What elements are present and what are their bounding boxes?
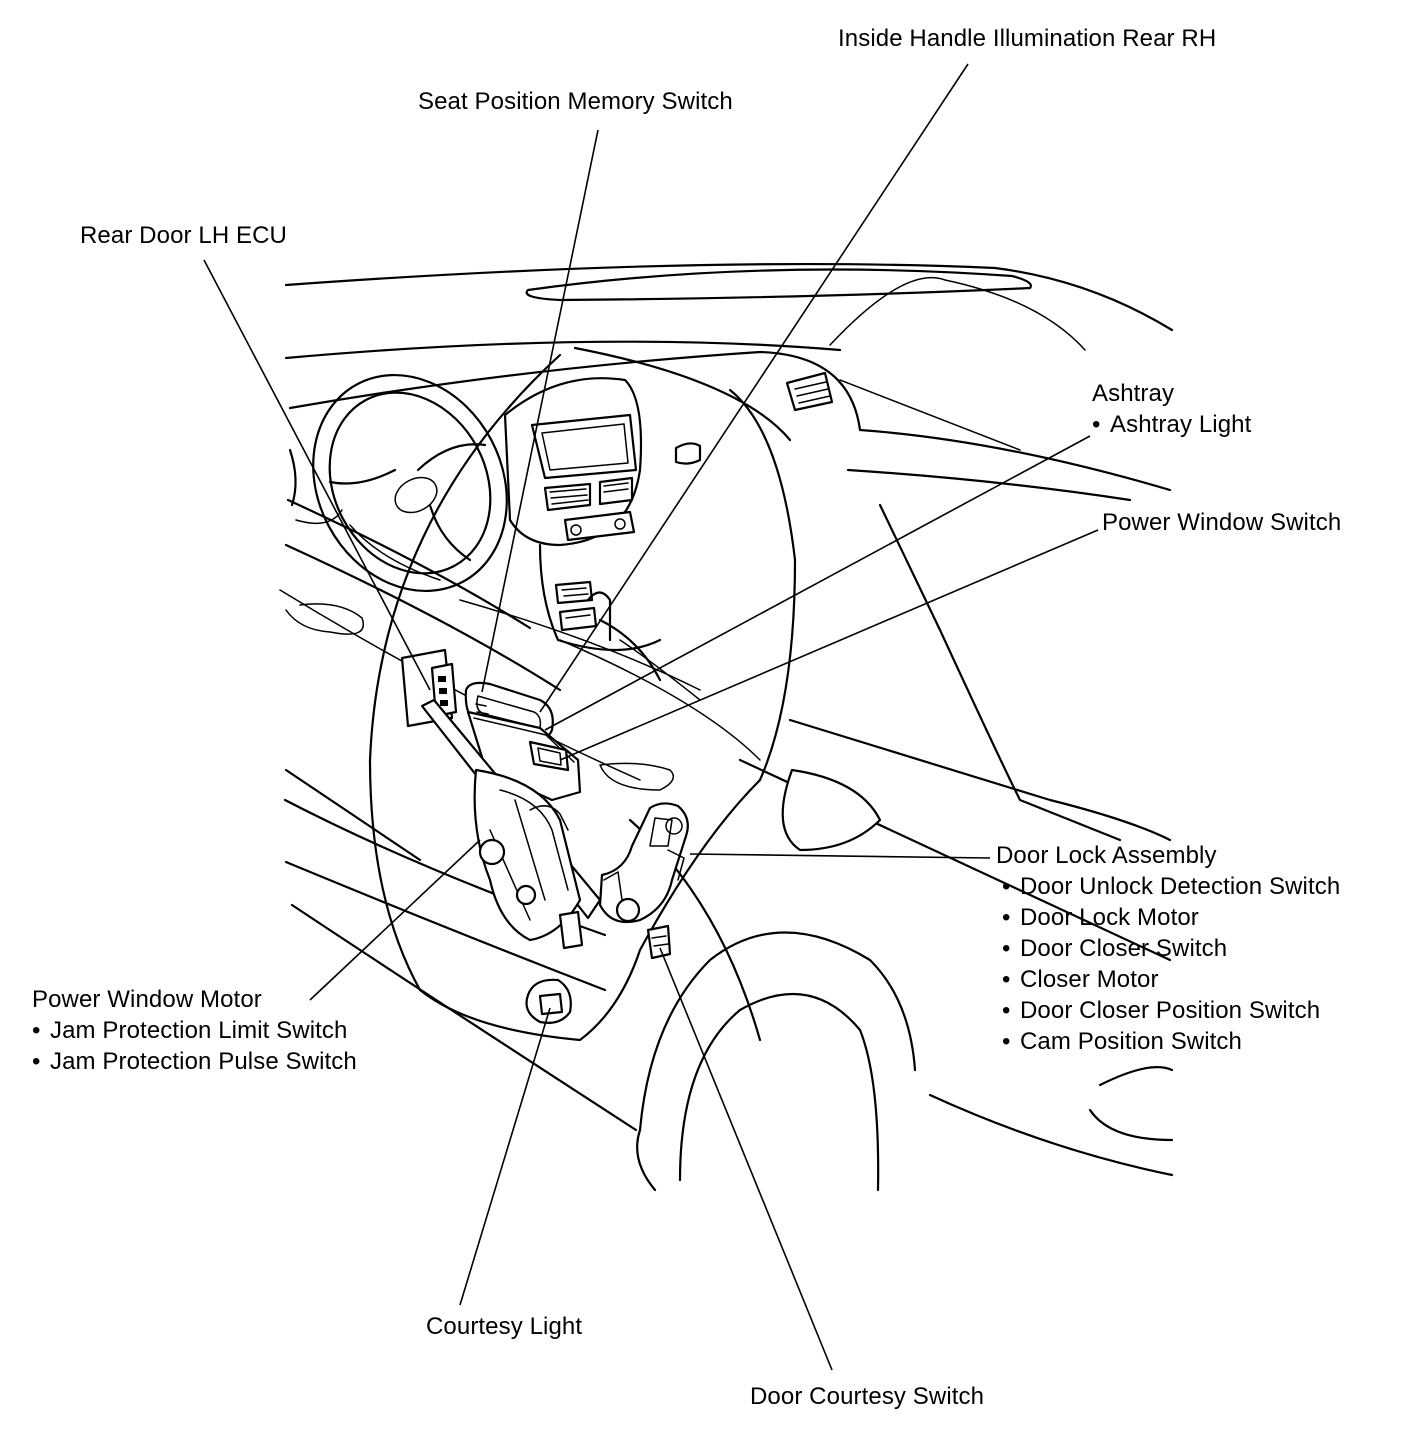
callout-title: Rear Door LH ECU	[80, 222, 287, 249]
leader-ashtray	[544, 435, 1091, 731]
roof-and-windshield	[284, 262, 1174, 360]
leader-inside-handle	[539, 63, 969, 713]
leader-door-lock	[689, 853, 991, 859]
callout-title: Power Window Switch	[1102, 509, 1342, 536]
callout-item-list: Ashtray Light	[1092, 409, 1251, 440]
leader-power-window-motor	[309, 839, 481, 1001]
leader-door-courtesy-switch	[659, 947, 833, 1371]
leader-power-window-switch	[559, 529, 1099, 761]
steering-wheel	[312, 373, 508, 593]
dashboard	[284, 350, 1172, 692]
door-body	[279, 346, 1174, 1192]
callout-ashtray: Ashtray Ashtray Light	[1092, 378, 1251, 440]
callout-power-window-switch: Power Window Switch	[1102, 507, 1341, 538]
callout-inside-handle-illumination: Inside Handle Illumination Rear RH	[838, 23, 1216, 54]
callout-item: Door Closer Position Switch	[1002, 995, 1340, 1026]
callout-item: Door Unlock Detection Switch	[1002, 871, 1340, 902]
leader-lines	[203, 63, 1099, 1371]
leader-courtesy-light	[459, 1007, 551, 1306]
callout-item: Jam Protection Limit Switch	[32, 1015, 357, 1046]
callout-seat-position-memory-switch: Seat Position Memory Switch	[418, 86, 733, 117]
callout-item: Door Closer Switch	[1002, 933, 1340, 964]
callout-item: Jam Protection Pulse Switch	[32, 1046, 357, 1077]
callout-door-lock-assembly: Door Lock Assembly Door Unlock Detection…	[996, 840, 1340, 1057]
leader-seat-memory	[481, 129, 599, 693]
callout-item-list: Jam Protection Limit Switch Jam Protecti…	[32, 1015, 357, 1077]
callout-item: Ashtray Light	[1092, 409, 1251, 440]
door-components	[400, 648, 689, 1024]
callout-power-window-motor: Power Window Motor Jam Protection Limit …	[32, 984, 357, 1077]
center-console	[503, 377, 701, 701]
callout-title: Door Courtesy Switch	[750, 1383, 985, 1410]
callout-item: Door Lock Motor	[1002, 902, 1340, 933]
callout-item: Closer Motor	[1002, 964, 1340, 995]
callout-courtesy-light: Courtesy Light	[426, 1311, 582, 1342]
callout-title: Inside Handle Illumination Rear RH	[838, 25, 1217, 52]
callout-title: Ashtray	[1092, 380, 1175, 407]
callout-title: Door Lock Assembly	[996, 842, 1217, 869]
callout-rear-door-ecu: Rear Door LH ECU	[80, 220, 287, 251]
callout-item: Cam Position Switch	[1002, 1026, 1340, 1057]
callout-door-courtesy-switch: Door Courtesy Switch	[750, 1381, 984, 1412]
callout-item-list: Door Unlock Detection Switch Door Lock M…	[996, 871, 1340, 1057]
callout-title: Seat Position Memory Switch	[418, 88, 733, 115]
leader-rear-door-ecu	[203, 259, 431, 691]
callout-title: Courtesy Light	[426, 1313, 583, 1340]
callout-title: Power Window Motor	[32, 986, 262, 1013]
